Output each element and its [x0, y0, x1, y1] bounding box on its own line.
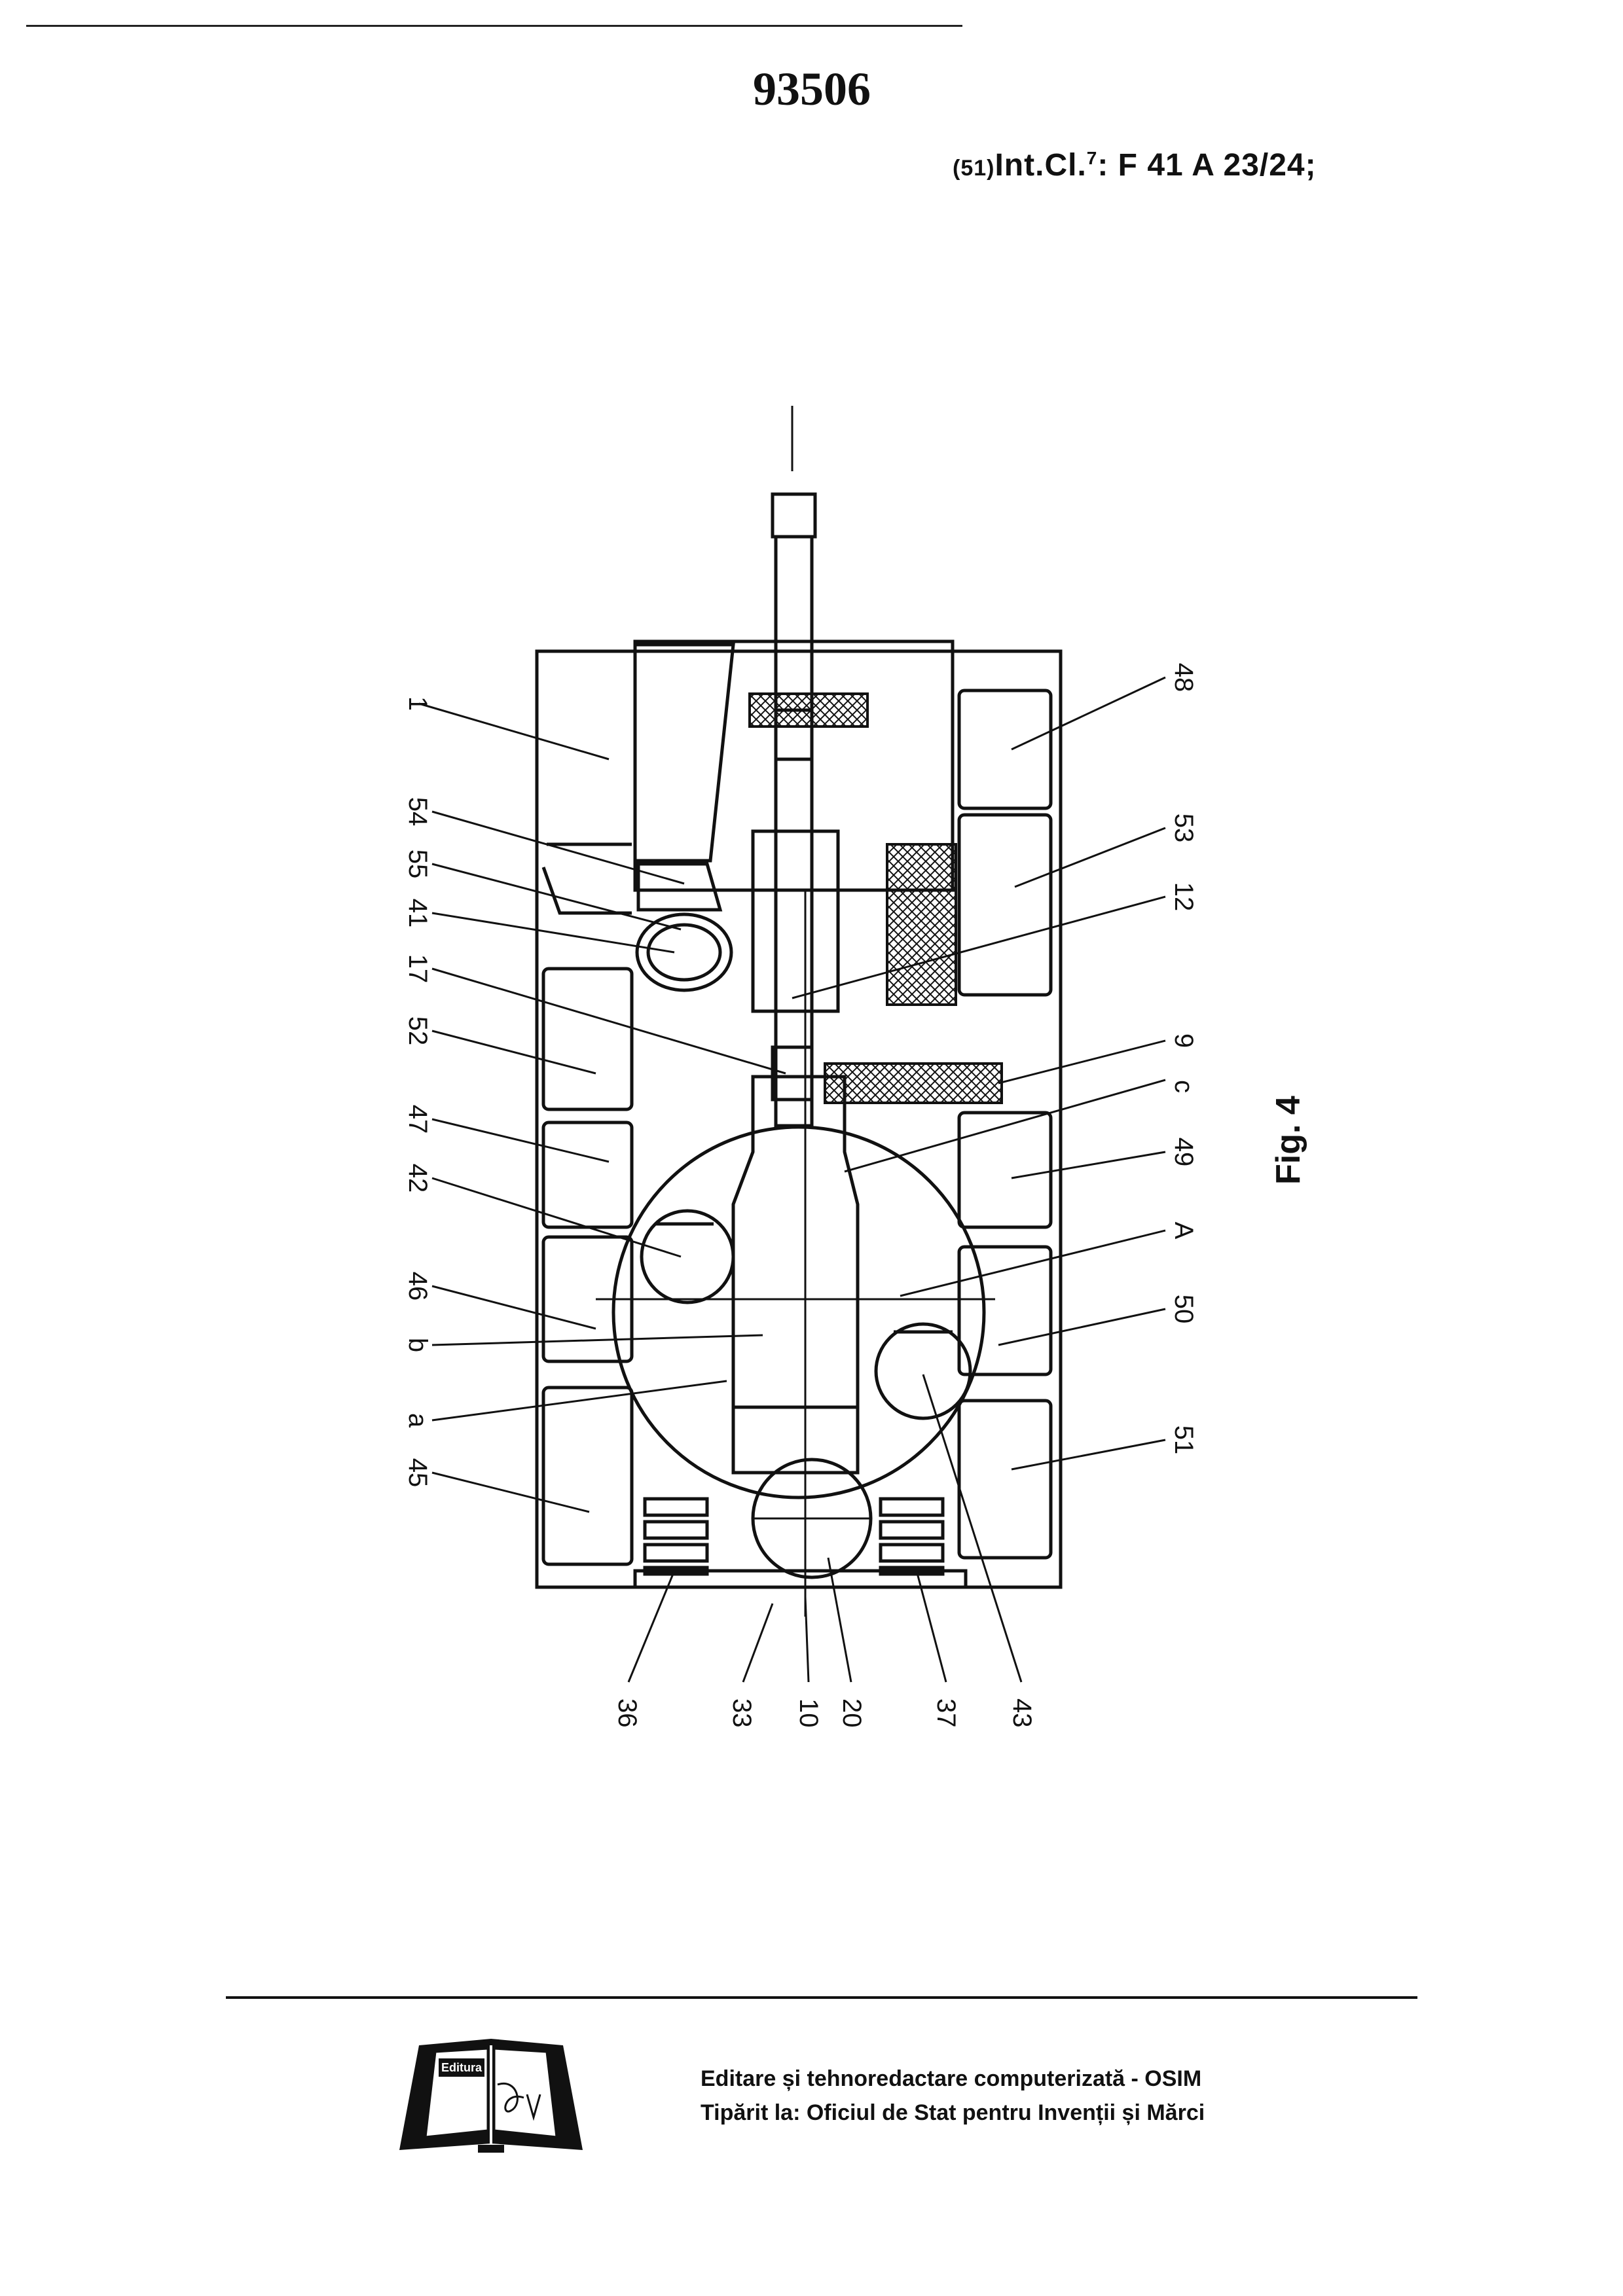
gun-frame-12: [751, 829, 840, 1013]
footer-rule: [226, 1996, 1417, 1999]
ref-label-49: 49: [1169, 1138, 1198, 1167]
class-label: Int.Cl.: [994, 148, 1087, 183]
ref-label-37: 37: [932, 1698, 960, 1728]
box-48: [957, 689, 1053, 810]
seat-54: [636, 862, 723, 912]
class-value: : F 41 A 23/24;: [1097, 148, 1317, 183]
class-superscript: 7: [1086, 148, 1098, 168]
hatched-block-right: [886, 843, 957, 1006]
grille-36: [643, 1497, 709, 1576]
osim-book-logo: Editura: [399, 2039, 583, 2153]
hull-rear: [633, 1569, 968, 1589]
driver-hatch-block: [633, 643, 735, 863]
top-rule: [26, 25, 962, 27]
figure-caption: Fig. 4: [1269, 1096, 1307, 1185]
turret-ring-A: [611, 1125, 986, 1499]
ref-label-10: 10: [794, 1698, 823, 1728]
turret-body: [731, 1075, 860, 1475]
hatch-42: [640, 1209, 735, 1304]
ref-label-c: c: [1169, 1080, 1198, 1093]
footer-line-1: Editare și tehnoredactare computerizată …: [701, 2066, 1202, 2091]
ref-label-36: 36: [613, 1698, 642, 1728]
ref-label-55: 55: [403, 850, 432, 879]
box-47: [541, 1121, 634, 1229]
ref-label-20: 20: [837, 1698, 866, 1728]
ref-label-42: 42: [403, 1164, 432, 1193]
patent-number: 93506: [753, 63, 871, 115]
grille-37: [879, 1497, 945, 1576]
hatch-43: [874, 1322, 972, 1420]
ref-label-50: 50: [1169, 1295, 1198, 1324]
ref-label-33: 33: [727, 1698, 756, 1728]
box-45: [541, 1386, 634, 1566]
footer-line-2: Tipărit la: Oficiul de Stat pentru Inven…: [701, 2100, 1205, 2125]
ref-label-b: b: [403, 1338, 432, 1352]
muzzle-brake: [771, 492, 817, 539]
ref-label-48: 48: [1169, 663, 1198, 692]
ref-label-53: 53: [1169, 814, 1198, 843]
ref-label-51: 51: [1169, 1426, 1198, 1455]
class-code: (51): [953, 156, 995, 181]
box-50: [957, 1245, 1053, 1376]
int-class-line: (51)Int.Cl.7: F 41 A 23/24;: [953, 147, 1317, 183]
box-51: [957, 1399, 1053, 1560]
ref-label-17: 17: [403, 954, 432, 984]
hull-outline: [535, 649, 1063, 1589]
ref-label-46: 46: [403, 1272, 432, 1301]
ref-label-41: 41: [403, 899, 432, 928]
hatch-41: [635, 912, 733, 992]
footer-imprint: Editare și tehnoredactare computerizată …: [701, 2062, 1205, 2130]
ref-label-47: 47: [403, 1105, 432, 1134]
ref-label-54: 54: [403, 797, 432, 827]
logo-text: Editura: [441, 2061, 483, 2074]
ref-label-43: 43: [1008, 1698, 1036, 1728]
gun-breech-17: [771, 1045, 814, 1102]
ref-label-12: 12: [1169, 882, 1198, 912]
box-53: [957, 813, 1053, 997]
hatched-block-front: [748, 692, 869, 728]
ref-label-A: A: [1169, 1222, 1198, 1240]
box-52: [541, 967, 634, 1111]
hatched-block-9: [824, 1062, 1003, 1104]
ref-label-45: 45: [403, 1458, 432, 1488]
box-49: [957, 1111, 1053, 1229]
ref-label-9: 9: [1169, 1033, 1198, 1048]
ref-label-52: 52: [403, 1016, 432, 1046]
ref-label-a: a: [403, 1413, 432, 1428]
ref-label-1: 1: [403, 696, 432, 711]
